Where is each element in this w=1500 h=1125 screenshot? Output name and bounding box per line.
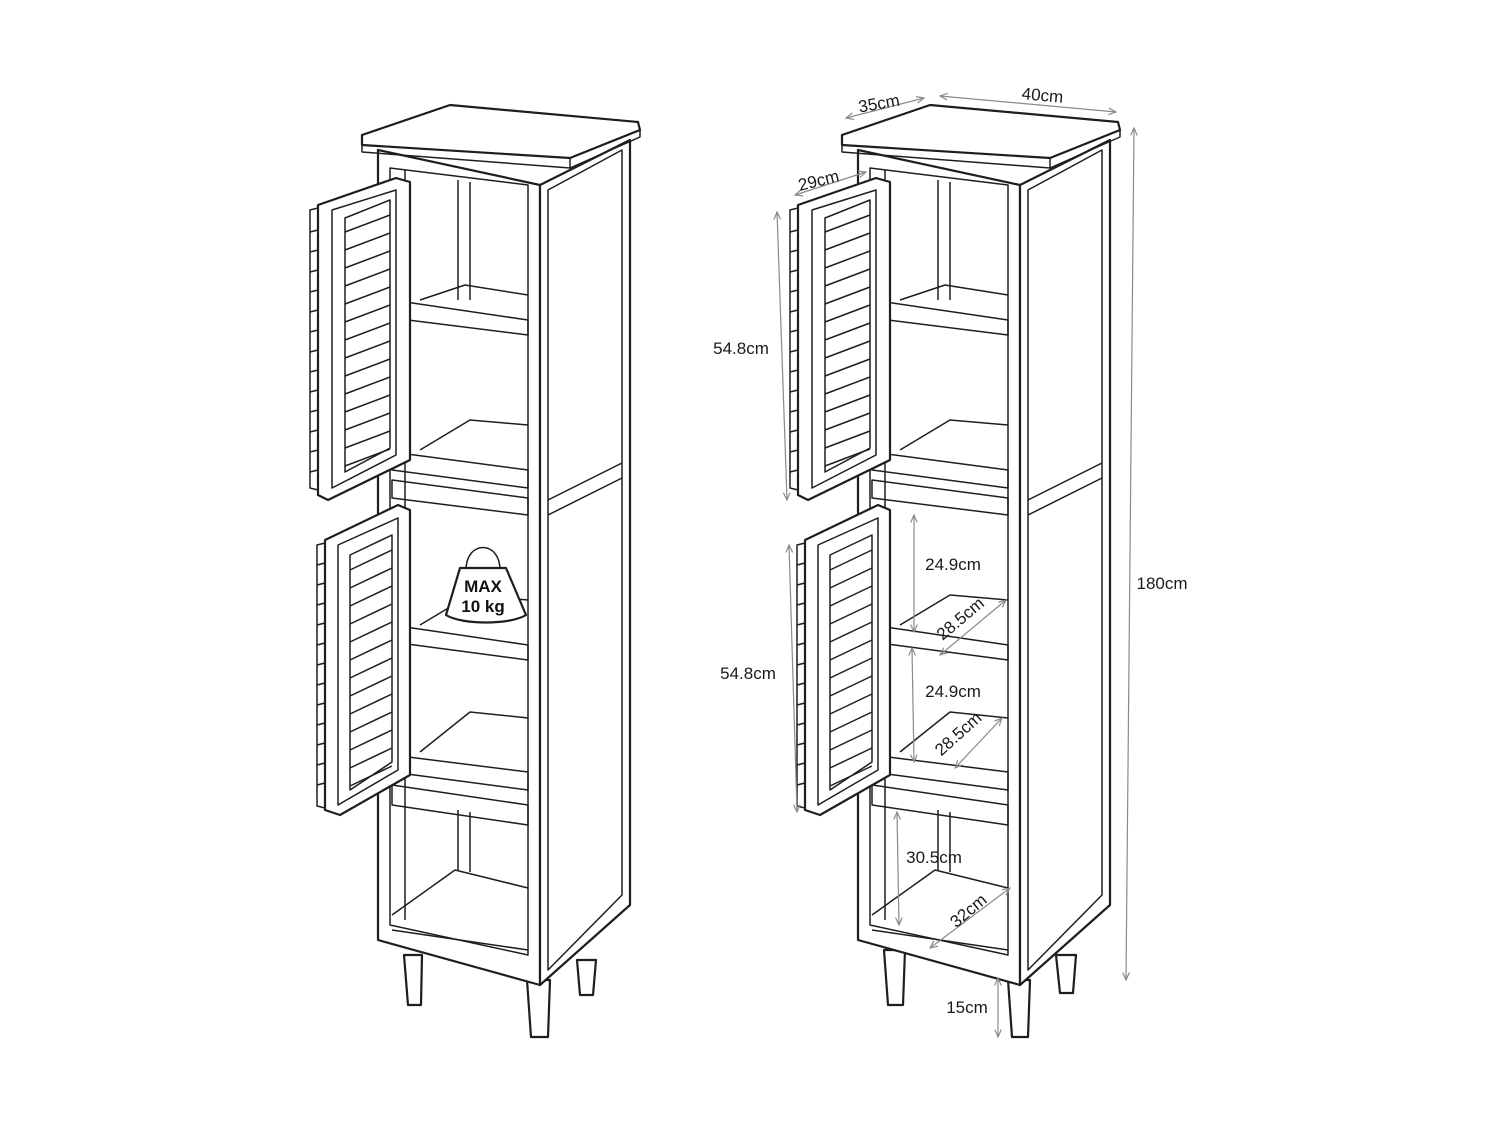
width-label: 40cm	[1021, 84, 1064, 107]
upper-compartment-height-label: 24.9cm	[925, 555, 981, 574]
height-dimension-line	[1126, 128, 1134, 980]
bottom-compartment-height-label: 30.5cm	[906, 848, 962, 867]
legs	[882, 948, 1078, 1039]
cabinet-body	[376, 138, 632, 987]
dimension-lines	[777, 96, 1134, 1037]
lower-door	[316, 503, 412, 817]
height-label: 180cm	[1136, 574, 1187, 593]
width-dimension-line	[940, 96, 1116, 112]
cabinet-right	[789, 103, 1122, 1039]
leg-height-label: 15cm	[946, 998, 988, 1017]
upper-door	[309, 176, 412, 502]
bottom-shelf-depth-line	[930, 888, 1010, 948]
upper-door-height-line	[777, 212, 787, 500]
badge-line-2: 10 kg	[461, 597, 504, 616]
badge-line-1: MAX	[464, 577, 502, 596]
cabinet-body	[856, 138, 1112, 987]
depth-dimension-line	[846, 98, 924, 118]
upper-shelf-depth-line	[940, 600, 1006, 655]
cabinet-left: MAX 10 kg	[309, 103, 642, 1039]
door-width-dimension-line	[795, 172, 866, 195]
lower-compartment-height-line	[912, 648, 914, 762]
lower-shelf-depth-line	[955, 718, 1002, 768]
upper-door-height-label: 54.8cm	[713, 339, 769, 358]
depth-label: 35cm	[857, 91, 901, 117]
cabinet-top	[360, 103, 642, 169]
door-width-label: 29cm	[796, 166, 841, 194]
lower-door-height-line	[789, 545, 797, 812]
lower-door	[796, 503, 892, 817]
lower-door-height-label: 54.8cm	[720, 664, 776, 683]
bottom-compartment-height-line	[897, 812, 899, 925]
upper-door	[789, 176, 892, 502]
lower-compartment-height-label: 24.9cm	[925, 682, 981, 701]
max-weight-badge: MAX 10 kg	[444, 546, 528, 624]
